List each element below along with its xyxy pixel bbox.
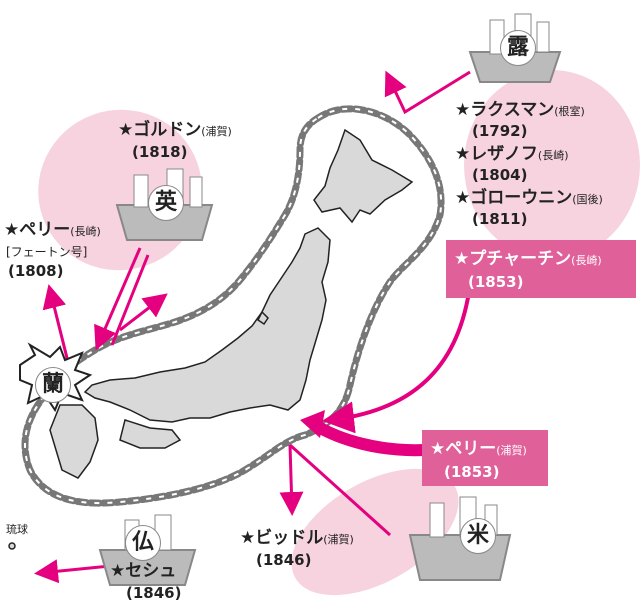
visit-gordon-name: ★ゴルドン <box>118 120 202 140</box>
visit-laxman-name: ★ラクスマン <box>455 100 555 120</box>
japan-islands <box>8 128 414 550</box>
visit-golovnin-name: ★ゴローウニン <box>455 188 573 208</box>
ship-france-label: 仏 <box>125 525 161 561</box>
visit-gordon-place: (浦賀) <box>201 125 232 138</box>
visit-rezanov-year: (1804) <box>472 166 528 184</box>
visit-putyatin: ★プチャーチン(長崎) <box>454 244 628 269</box>
arrow-britain-2 <box>110 254 150 346</box>
place-ryukyu: 琉球 <box>6 523 28 536</box>
visit-rezanov-name: ★レザノフ <box>455 144 538 164</box>
ship-russia-label: 露 <box>500 30 536 66</box>
arrow-biddle-2 <box>288 443 392 537</box>
ryukyu-island <box>8 542 16 550</box>
visit-biddle-name: ★ビッドル <box>240 528 324 548</box>
arrow-britain-1 <box>94 247 142 351</box>
visit-pellew-year: (1808) <box>8 262 64 280</box>
kyushu <box>49 404 99 479</box>
visit-golovnin-year: (1811) <box>472 210 528 228</box>
visit-pellew-place: (長崎) <box>70 225 101 238</box>
visit-gordon-year: (1818) <box>132 143 188 161</box>
visit-perry-year: (1853) <box>444 463 500 481</box>
arrow-britain-3 <box>119 293 168 332</box>
visit-putyatin-place: (長崎) <box>571 254 602 267</box>
visit-putyatin-name: ★プチャーチン <box>454 249 572 269</box>
visit-perry: ★ペリー(浦賀) <box>430 434 540 459</box>
visit-laxman-place: (根室) <box>554 105 585 118</box>
ship-usa-label: 米 <box>460 518 496 554</box>
visit-putyatin-year: (1853) <box>468 273 524 291</box>
visit-cecille-year: (1846) <box>126 584 182 602</box>
visit-arrows <box>34 70 471 584</box>
ship-netherlands-label: 蘭 <box>35 367 71 403</box>
hokkaido <box>313 128 414 224</box>
ship-britain-label: 英 <box>148 185 184 221</box>
visit-pellew: ★ペリー(長崎) <box>4 222 101 239</box>
visit-gordon: ★ゴルドン(浦賀) <box>118 122 232 139</box>
visit-laxman: ★ラクスマン(根室) <box>455 102 585 119</box>
visit-laxman-year: (1792) <box>472 122 528 140</box>
arrow-perry <box>311 419 426 457</box>
visit-golovnin: ★ゴローウニン(国後) <box>455 190 603 207</box>
visit-pellew-ship: [フェートン号] <box>6 245 88 259</box>
visit-cecille-name: ★セシュ <box>110 561 177 581</box>
arrow-putyatin <box>322 284 472 434</box>
visit-putyatin-box: ★プチャーチン(長崎) (1853) <box>446 240 636 298</box>
visit-golovnin-place: (国後) <box>572 193 603 206</box>
visit-rezanov-place: (長崎) <box>537 149 569 162</box>
visit-perry-box: ★ペリー(浦賀) (1853) <box>422 430 548 486</box>
visit-perry-name: ★ペリー <box>430 439 497 459</box>
arrow-pellew <box>42 284 70 363</box>
shikoku <box>119 419 182 449</box>
visit-biddle: ★ビッドル(浦賀) <box>240 530 354 547</box>
sado <box>257 310 269 326</box>
visit-pellew-name: ★ペリー <box>4 220 71 240</box>
visit-rezanov: ★レザノフ(長崎) <box>455 146 569 163</box>
arrow-biddle-1 <box>279 444 304 516</box>
arrow-russia <box>384 70 471 115</box>
visit-biddle-place: (浦賀) <box>323 533 354 546</box>
pink-zone-russia <box>464 70 640 260</box>
visit-biddle-year: (1846) <box>256 551 312 569</box>
visit-perry-place: (浦賀) <box>496 444 527 457</box>
